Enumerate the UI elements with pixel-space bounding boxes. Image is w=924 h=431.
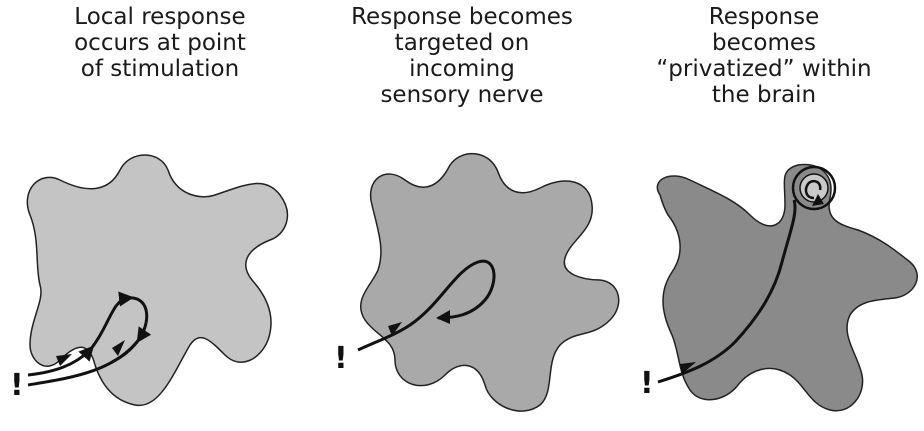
organism-shape-3 [657,165,917,411]
panel-1: ! [10,155,287,405]
stimulus-mark-1: ! [10,368,24,403]
panel-3: ! [640,165,917,411]
organism-shape-2 [361,154,619,411]
stimulus-mark-3: ! [640,366,654,401]
panel-2: ! [334,154,619,411]
stimulus-mark-2: ! [334,341,348,376]
organism-shape-1 [27,155,287,405]
